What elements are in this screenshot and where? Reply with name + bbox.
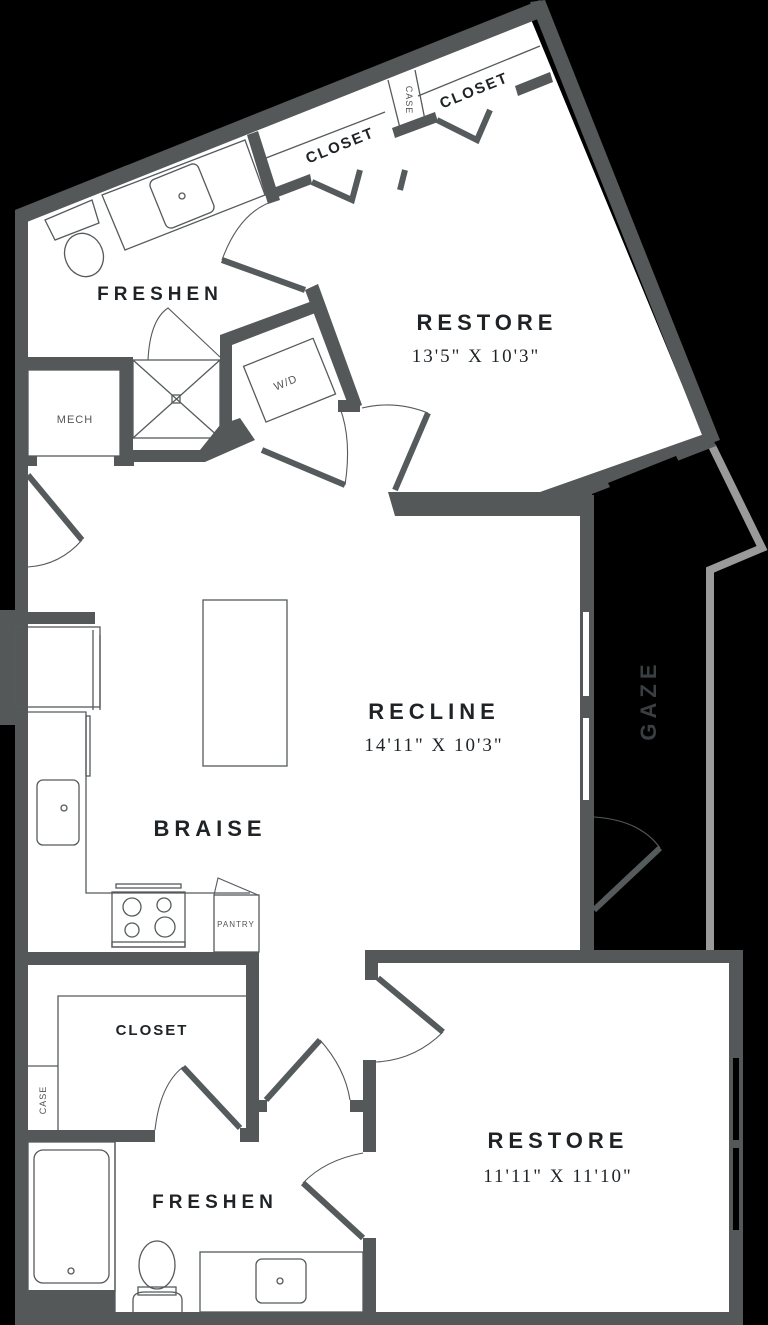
room-label-freshen-top: FRESHEN xyxy=(97,284,223,305)
room-label-recline: RECLINE xyxy=(368,699,500,724)
toilet-top xyxy=(44,199,105,278)
room-label-restore-second: RESTORE xyxy=(488,1128,629,1153)
washer-dryer xyxy=(242,337,337,423)
room-label-restore-main: RESTORE xyxy=(417,310,558,335)
label-mech: MECH xyxy=(57,414,93,426)
entry-door xyxy=(25,473,85,542)
exterior-walls xyxy=(0,0,743,1325)
floor-area xyxy=(27,17,729,1315)
label-case-bottom: CASE xyxy=(38,1086,48,1115)
kitchen-sink xyxy=(36,779,80,846)
room-dim-recline: 14'11" X 10'3" xyxy=(364,735,503,756)
toilet-bottom xyxy=(132,1240,183,1312)
room-label-braise: BRAISE xyxy=(153,816,266,841)
sink-top xyxy=(149,163,215,229)
label-closet-bottom: CLOSET xyxy=(116,1022,189,1039)
room-label-freshen-bottom: FRESHEN xyxy=(152,1192,278,1213)
fixtures xyxy=(14,45,541,1313)
mech-room-box xyxy=(27,369,121,457)
room-dim-restore-second: 11'11" X 11'10" xyxy=(483,1166,632,1187)
windows xyxy=(583,456,739,1230)
balcony-railing xyxy=(706,444,768,950)
vanity-top xyxy=(101,139,266,251)
pantry-box xyxy=(213,894,260,953)
shower xyxy=(132,359,221,439)
kitchen-counter xyxy=(28,711,250,894)
room-label-gaze: GAZE xyxy=(636,659,661,740)
label-pantry: PANTRY xyxy=(217,920,255,929)
stove xyxy=(111,883,186,948)
kitchen-island xyxy=(202,599,288,767)
doors xyxy=(25,108,663,1241)
room-dim-restore-main: 13'5" X 10'3" xyxy=(412,346,541,367)
interior-walls xyxy=(15,72,553,1318)
vanity-bottom xyxy=(199,1251,364,1313)
label-case-top: CASE xyxy=(404,86,414,115)
sink-bottom xyxy=(255,1258,307,1304)
